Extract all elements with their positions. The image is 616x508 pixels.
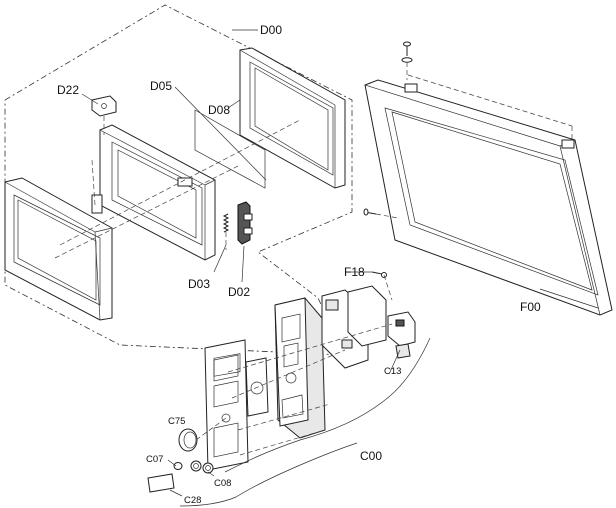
spring-d03 [222, 213, 230, 250]
control-assembly-boundary [179, 337, 431, 507]
control-alignment-lines [195, 323, 393, 456]
door-screen-d08 [239, 47, 346, 189]
door-alignment-lines [54, 119, 301, 259]
latch-d02 [237, 201, 253, 245]
label-f18: F18 [344, 265, 365, 279]
pcb-bracket [347, 285, 387, 347]
control-panel-fascia [204, 339, 249, 471]
plate-c28 [147, 473, 175, 493]
control-panel-membrane [245, 357, 269, 417]
label-c08: C08 [214, 478, 231, 489]
label-c13: C13 [384, 366, 401, 377]
control-panel-housing [274, 297, 326, 439]
door-inner-frame-d05 [91, 124, 216, 261]
label-d05: D05 [150, 79, 172, 93]
springs-c08 [190, 460, 214, 474]
hinge-bracket-d22 [91, 95, 117, 135]
door-glass-sheet [194, 109, 266, 189]
label-c07: C07 [146, 454, 163, 465]
knob-c75 [178, 428, 198, 452]
top-screw [401, 41, 413, 80]
label-c00: C00 [360, 449, 382, 463]
label-d00: D00 [260, 23, 282, 37]
leader-lines [81, 29, 599, 497]
label-d03: D03 [188, 277, 210, 291]
part-labels: D00 D05 D08 D22 D03 D02 F18 F00 C13 C75 … [57, 23, 541, 506]
mid-screw [363, 208, 399, 219]
label-c75: C75 [168, 416, 185, 427]
small-part-c07 [173, 462, 183, 470]
front-frame-f00 [364, 74, 613, 316]
label-c28: C28 [184, 495, 201, 506]
label-f00: F00 [520, 300, 541, 314]
label-d08: D08 [208, 103, 230, 117]
label-d02: D02 [228, 285, 250, 299]
screw-f18 [371, 271, 393, 301]
door-outer-frame [4, 177, 113, 321]
switch-assembly-c13 [387, 311, 416, 359]
label-d22: D22 [57, 83, 79, 97]
